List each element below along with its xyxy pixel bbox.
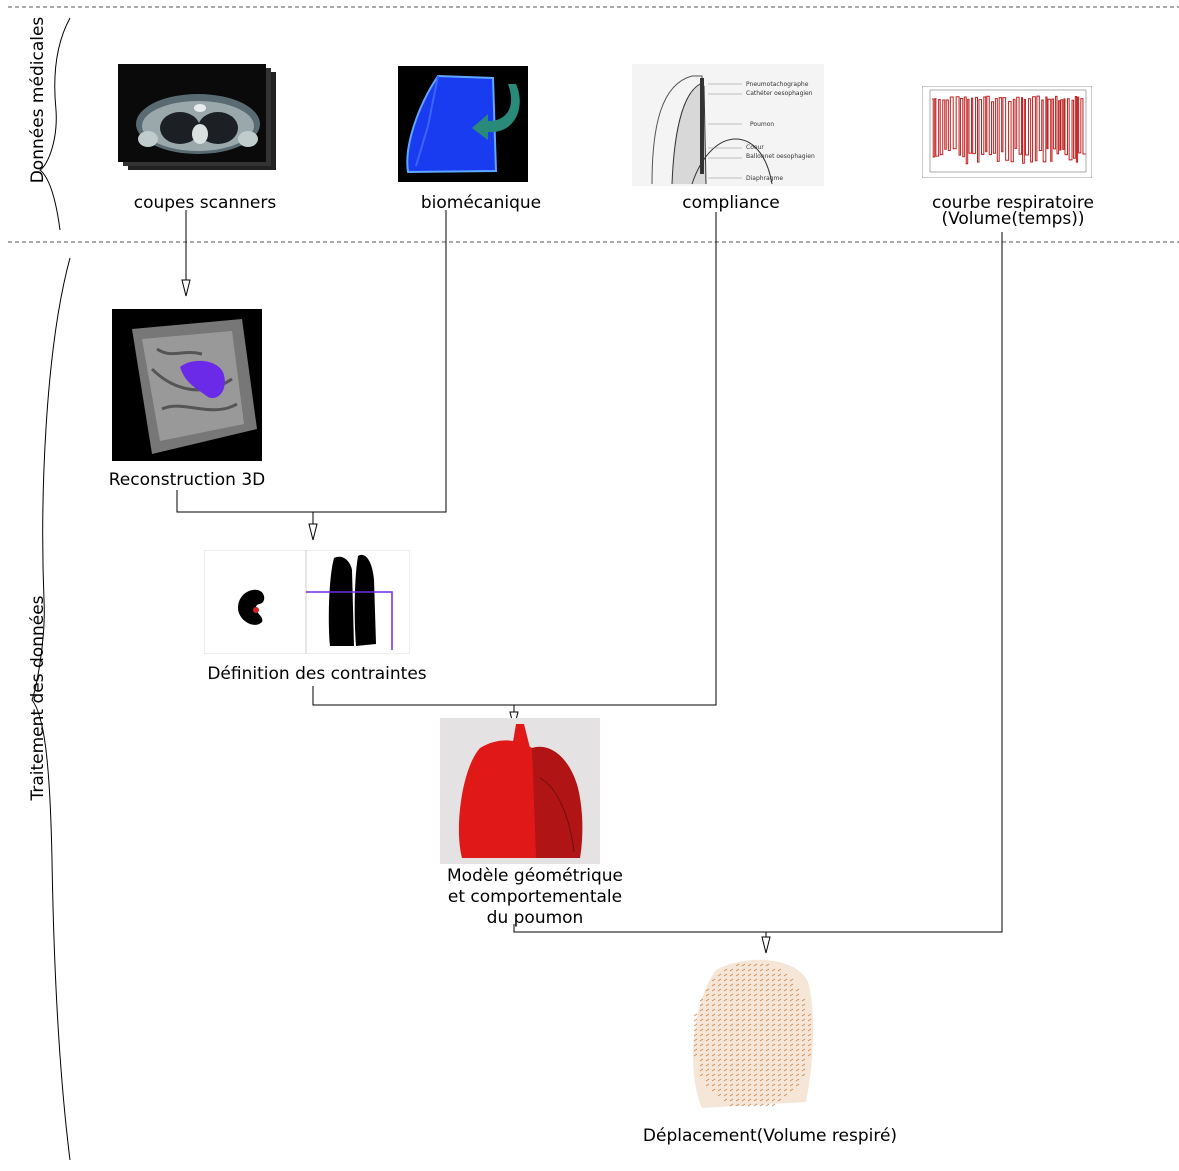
node-ct-scans: coupes scanners (133, 193, 277, 213)
compliance-label-5: Ballonnet oesophagien (746, 153, 815, 160)
constraints-image (204, 550, 410, 654)
compliance-diagram: Pneumotachographe Cathéter oesophagien P… (632, 64, 824, 186)
ct-scan-image (118, 64, 276, 170)
displacement-field-image (693, 959, 814, 1108)
node-constraints: Définition des contraintes (207, 664, 427, 684)
curve-label-line2: (Volume(temps)) (941, 209, 1085, 229)
respiratory-curve-image (922, 86, 1092, 178)
lung-model-image (440, 718, 600, 864)
curve-label-line1: courbe respiratoire (932, 193, 1094, 213)
model-label-line1: Modèle géométrique (447, 866, 623, 886)
compliance-label-3: Poumon (750, 121, 774, 128)
section-label-data-processing: Traitement des données (28, 595, 48, 801)
arrowhead-ct-recon (181, 279, 191, 297)
top-brace (39, 17, 71, 231)
model-label-line2: et comportementale (447, 887, 623, 907)
node-displacement: Déplacement(Volume respiré) (642, 1126, 898, 1146)
node-biomechanics: biomécanique (420, 193, 542, 213)
arrowhead-recon-constraints (308, 523, 318, 541)
section-label-medical-data: Données médicales (28, 16, 48, 184)
compliance-label-4: Coeur (746, 144, 764, 151)
node-reconstruction-3d: Reconstruction 3D (108, 470, 266, 490)
node-compliance: compliance (682, 193, 780, 213)
compliance-label-2: Cathéter oesophagien (746, 90, 813, 97)
arrowhead-model-displacement (761, 936, 771, 954)
compliance-label-1: Pneumotachographe (746, 81, 809, 88)
bottom-brace (31, 257, 71, 1161)
model-label-line3: du poumon (486, 908, 584, 928)
node-lung-model: Modèle géométrique et comportementale du… (420, 866, 650, 928)
node-respiratory-curve: courbe respiratoire (Volume(temps)) (910, 193, 1116, 229)
reconstruction-3d-image (112, 309, 262, 461)
biomechanics-image (398, 66, 528, 182)
compliance-label-6: Diaphragme (746, 175, 783, 182)
